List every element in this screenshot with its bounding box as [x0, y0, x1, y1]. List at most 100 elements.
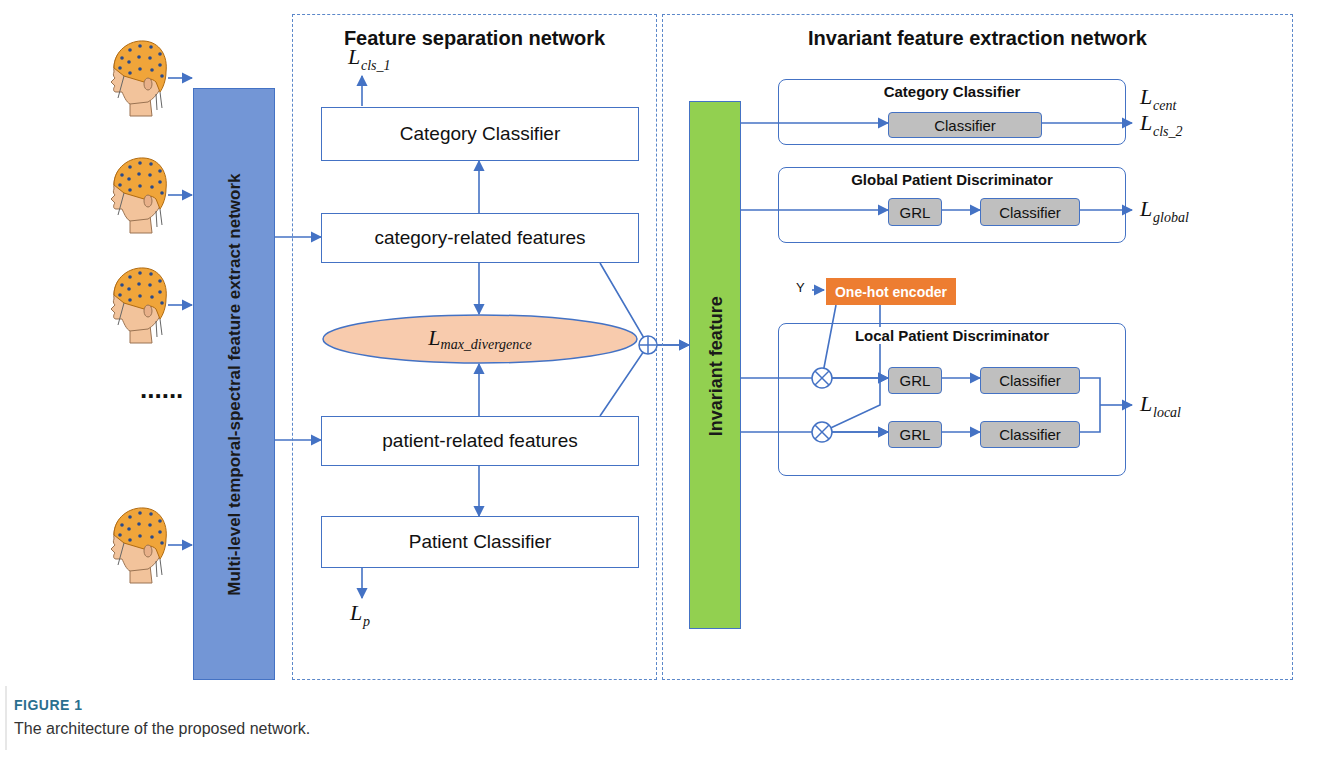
- loss-subscript: cls_2: [1153, 124, 1183, 140]
- node-text: patient-related features: [382, 430, 577, 452]
- connector-arrow: [822, 305, 888, 432]
- connector-arrow: [478, 364, 480, 416]
- input-label: Y: [796, 280, 805, 295]
- figure-number: FIGURE 1: [14, 697, 83, 713]
- eeg-head-illustrations: [1078, 209, 1132, 211]
- eeg-head-illustrations: [168, 76, 1132, 598]
- eeg-head-illustrations: [361, 76, 363, 106]
- loss-symbol: L: [1140, 391, 1152, 417]
- loss-subscript: cent: [1153, 98, 1176, 114]
- ellipsis-dots: ......: [140, 382, 166, 396]
- connector-arrow: [942, 377, 980, 379]
- loss-symbol: L: [1140, 84, 1152, 110]
- multiply-operator: [812, 368, 832, 388]
- process-box: Category Classifier: [321, 107, 639, 161]
- invariant-feature-bar: Invariant feature: [689, 101, 741, 629]
- node-text: Feature separation network: [293, 27, 656, 50]
- loss-subscript: p: [363, 614, 370, 630]
- rounded-module-box: Global Patient DiscriminatorGRL Classifie…: [778, 167, 1126, 243]
- connector-arrow: [741, 209, 888, 211]
- connector-arrow: [275, 439, 321, 441]
- node-text: Local Patient Discriminator: [852, 327, 1052, 344]
- node-text: GRL: [900, 426, 931, 443]
- eeg-head-illustrations: [6, 686, 7, 750]
- node-text: L: [428, 325, 440, 350]
- eeg-head-illustrations: [1100, 404, 1132, 406]
- layer-box: Classifier: [980, 421, 1080, 448]
- node-text: Global Patient Discriminator: [848, 171, 1056, 188]
- eeg-head-illustrations: [111, 268, 166, 343]
- loss-symbol: L: [350, 600, 362, 626]
- loss-formula: Lmax_divergence: [428, 325, 531, 353]
- node-text: Category Classifier: [400, 123, 561, 145]
- node-text: Classifier: [934, 117, 996, 134]
- multiply-operator: [815, 371, 829, 385]
- loss-ellipse: Lmax_divergence: [322, 314, 638, 364]
- eeg-head-illustrations: [168, 194, 192, 196]
- multiply-operator: [815, 425, 829, 439]
- connector-arrow: [741, 122, 888, 124]
- connector-arrow: [478, 263, 480, 314]
- layer-box: Classifier: [980, 367, 1080, 394]
- sum-operator: [647, 336, 649, 354]
- eeg-head-illustrations: [111, 158, 166, 233]
- multiply-operator: [812, 368, 832, 442]
- feature-extractor-box: Multi-level temporal-spectral feature ex…: [193, 88, 275, 680]
- loss-symbol: L: [1140, 196, 1152, 222]
- rounded-module-box: Category ClassifierClassifier: [778, 79, 1126, 145]
- layer-box: Classifier: [980, 198, 1080, 226]
- loss-ellipse-shape: [323, 315, 637, 363]
- node-text: One-hot encoder: [835, 284, 947, 300]
- figure-caption: The architecture of the proposed network…: [14, 720, 310, 738]
- node-text: GRL: [900, 204, 931, 221]
- node-text: max_divergence: [441, 337, 532, 352]
- node-text: Classifier: [999, 204, 1061, 221]
- multiply-operator: [815, 425, 829, 439]
- eeg-head-illustrations: [111, 41, 166, 116]
- layer-box: GRL: [888, 367, 942, 394]
- node-text: Classifier: [999, 372, 1061, 389]
- encoder-box: One-hot encoder: [826, 278, 956, 305]
- node-text: Patient Classifier: [409, 531, 552, 553]
- layer-box: GRL: [888, 198, 942, 226]
- eeg-head-illustrations: [361, 567, 363, 598]
- node-text: Invariant feature extraction network: [663, 27, 1292, 50]
- eeg-head-illustrations: [168, 77, 192, 79]
- process-box: category-related features: [321, 213, 639, 263]
- node-text: Category Classifier: [881, 83, 1024, 100]
- connector-arrow: [942, 209, 980, 211]
- node-text: category-related features: [374, 227, 585, 249]
- node-text: Multi-level temporal-spectral feature ex…: [224, 101, 245, 669]
- layer-box: GRL: [888, 421, 942, 448]
- connector-arrow: [275, 236, 321, 238]
- loss-symbol: L: [1140, 110, 1152, 136]
- eeg-head-illustrations: [1040, 122, 1132, 124]
- node-text: GRL: [900, 372, 931, 389]
- loss-subscript: global: [1153, 210, 1189, 226]
- rounded-module-box: Local Patient DiscriminatorGRL Classifier…: [778, 323, 1126, 476]
- loss-subscript: cls_1: [361, 58, 391, 74]
- eeg-head-illustrations: [168, 304, 192, 306]
- sum-operator: [639, 336, 657, 354]
- eeg-head-illustrations: [812, 289, 824, 291]
- process-box: Patient Classifier: [321, 516, 639, 568]
- process-box: patient-related features: [321, 416, 639, 466]
- loss-subscript: local: [1153, 405, 1181, 421]
- eeg-head-illustrations: [1078, 378, 1100, 432]
- connector-arrow: [478, 161, 480, 213]
- connector-arrow: [478, 466, 480, 516]
- multiply-operator: [812, 422, 832, 442]
- dashed-module-frame: Invariant feature extraction networkInva…: [662, 14, 1293, 680]
- connector-arrow: [942, 431, 980, 433]
- eeg-head-illustrations: [168, 544, 192, 546]
- dashed-module-frame: Feature separation networkCategory Class…: [292, 14, 657, 680]
- layer-box: Classifier: [888, 112, 1042, 138]
- loss-symbol: L: [348, 44, 360, 70]
- eeg-head-illustrations: [111, 508, 166, 583]
- sum-operator: [639, 336, 657, 354]
- multiply-operator: [815, 371, 829, 385]
- node-text: Invariant feature: [705, 114, 728, 618]
- node-text: Classifier: [999, 426, 1061, 443]
- connector-arrow: [600, 345, 689, 416]
